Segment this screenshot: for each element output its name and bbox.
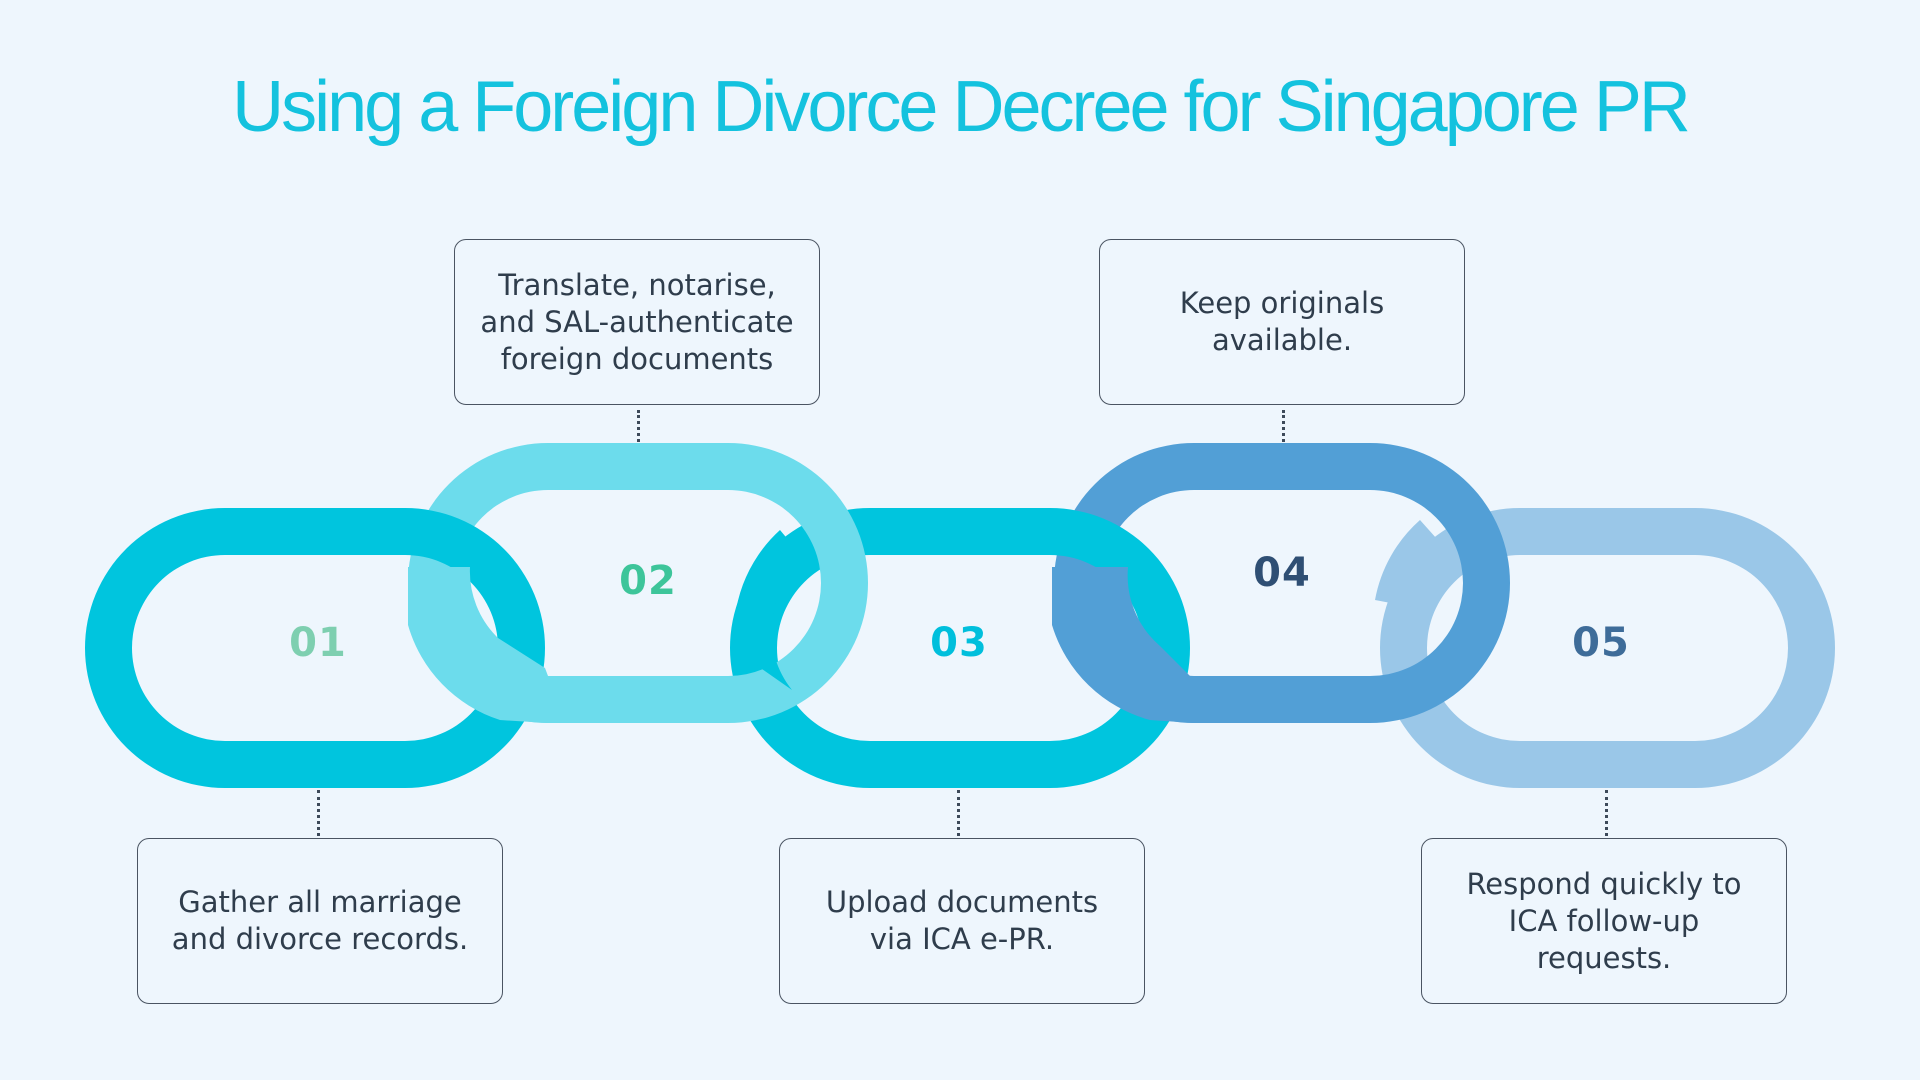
connector-05	[1605, 790, 1608, 836]
step-text-04: Keep originals available.	[1179, 286, 1385, 357]
page-title: Using a Foreign Divorce Decree for Singa…	[232, 67, 1691, 147]
connector-01	[317, 790, 320, 836]
connector-04	[1282, 410, 1285, 442]
chain-link-05-overlap	[1375, 520, 1445, 610]
step-text-01: Gather all marriage and divorce records.	[171, 885, 469, 956]
step-number-03: 03	[930, 620, 988, 666]
step-box-03: Upload documents via ICA e-PR.	[779, 838, 1145, 1004]
step-number-02: 02	[619, 558, 677, 604]
connector-03	[957, 790, 960, 836]
connector-02	[637, 410, 640, 442]
step-number-04: 04	[1253, 550, 1311, 596]
step-number-05: 05	[1572, 620, 1630, 666]
step-box-04: Keep originals available.	[1099, 239, 1465, 405]
chain-link-03-overlap	[734, 530, 805, 690]
step-box-02: Translate, notarise, and SAL-authenticat…	[454, 239, 820, 405]
step-text-03: Upload documents via ICA e-PR.	[825, 885, 1099, 956]
step-number-01: 01	[289, 620, 347, 666]
step-text-02: Translate, notarise, and SAL-authenticat…	[480, 267, 794, 376]
step-box-01: Gather all marriage and divorce records.	[137, 838, 503, 1004]
chain-link-02-overlap	[408, 567, 548, 723]
step-box-05: Respond quickly to ICA follow-up request…	[1421, 838, 1787, 1004]
chain-link-04-overlap	[1052, 567, 1194, 723]
step-text-05: Respond quickly to ICA follow-up request…	[1466, 866, 1742, 975]
